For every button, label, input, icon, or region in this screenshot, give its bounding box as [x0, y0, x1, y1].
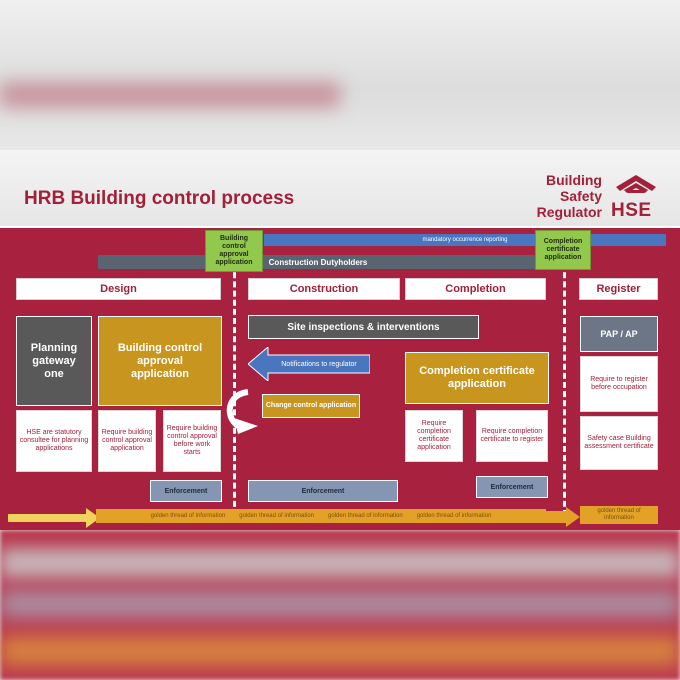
golden-thread-label: golden thread of information	[150, 513, 226, 519]
planning-gateway-one: Planning gateway one	[16, 316, 92, 406]
golden-thread-label: golden thread of information	[328, 513, 403, 519]
note-register-before-occupation: Require to register before occupation	[580, 356, 658, 412]
blurred-band	[0, 636, 680, 666]
golden-thread-start-arrow-icon	[8, 508, 100, 528]
note-approval-before-work: Require building control approval before…	[163, 410, 221, 472]
note-safety-case: Safety case Building assessment certific…	[580, 416, 658, 470]
enforcement-completion: Enforcement	[476, 476, 548, 498]
gateway-three-box: Completion certificate application	[535, 230, 591, 270]
mandatory-occurrence-bar: mandatory occurrence reporting	[264, 234, 666, 246]
golden-thread-end: golden thread of information	[580, 506, 658, 524]
stage-construction: Construction	[248, 278, 400, 300]
change-control-box: Change control application	[262, 394, 360, 418]
note-require-completion-app: Require completion certificate applicati…	[405, 410, 463, 462]
golden-thread-label: golden thread of information	[239, 513, 314, 519]
construction-dutyholders-bar: Construction Dutyholders	[98, 255, 538, 269]
gateway-two-box: Building control approval application	[205, 230, 263, 272]
logo-line: Safety	[559, 188, 602, 204]
notifications-label: Notifications to regulator	[281, 360, 357, 368]
completion-certificate-box: Completion certificate application	[405, 352, 549, 404]
note-require-approval-application: Require building control approval applic…	[98, 410, 156, 472]
stage-divider	[563, 254, 566, 516]
regulator-logo-text: Building Safety Regulator	[482, 172, 602, 220]
building-control-approval-box: Building control approval application	[98, 316, 222, 406]
slide: HRB Building control process Building Sa…	[0, 150, 680, 530]
notifications-arrow-icon	[248, 347, 370, 381]
hse-logo-text: HSE	[611, 200, 652, 221]
logo-line: Building	[546, 172, 602, 188]
site-inspections-box: Site inspections & interventions	[248, 315, 479, 339]
blurred-backdrop-top	[0, 0, 680, 150]
stage-design: Design	[16, 278, 221, 300]
hse-logo-icon	[616, 175, 656, 193]
stage-register: Register	[579, 278, 658, 300]
stage-divider	[233, 254, 236, 516]
enforcement-construction: Enforcement	[248, 480, 398, 502]
title-band	[0, 150, 680, 226]
page-title: HRB Building control process	[24, 188, 295, 209]
note-statutory-consultee: HSE are statutory consultee for planning…	[16, 410, 92, 472]
blurred-band	[0, 590, 680, 618]
pap-ap-box: PAP / AP	[580, 316, 658, 352]
curved-arrow-icon	[226, 389, 258, 434]
enforcement-design: Enforcement	[150, 480, 222, 502]
golden-thread-bar: golden thread of information golden thre…	[96, 509, 546, 523]
blurred-heading-shape	[0, 82, 340, 108]
note-completion-to-register: Require completion certificate to regist…	[476, 410, 548, 462]
process-panel: mandatory occurrence reporting Construct…	[0, 228, 680, 530]
golden-thread-arrow-icon	[546, 507, 580, 527]
blurred-band	[0, 548, 680, 578]
golden-thread-label: golden thread of information	[416, 513, 492, 519]
logo-line: Regulator	[536, 204, 602, 220]
stage-completion: Completion	[405, 278, 546, 300]
